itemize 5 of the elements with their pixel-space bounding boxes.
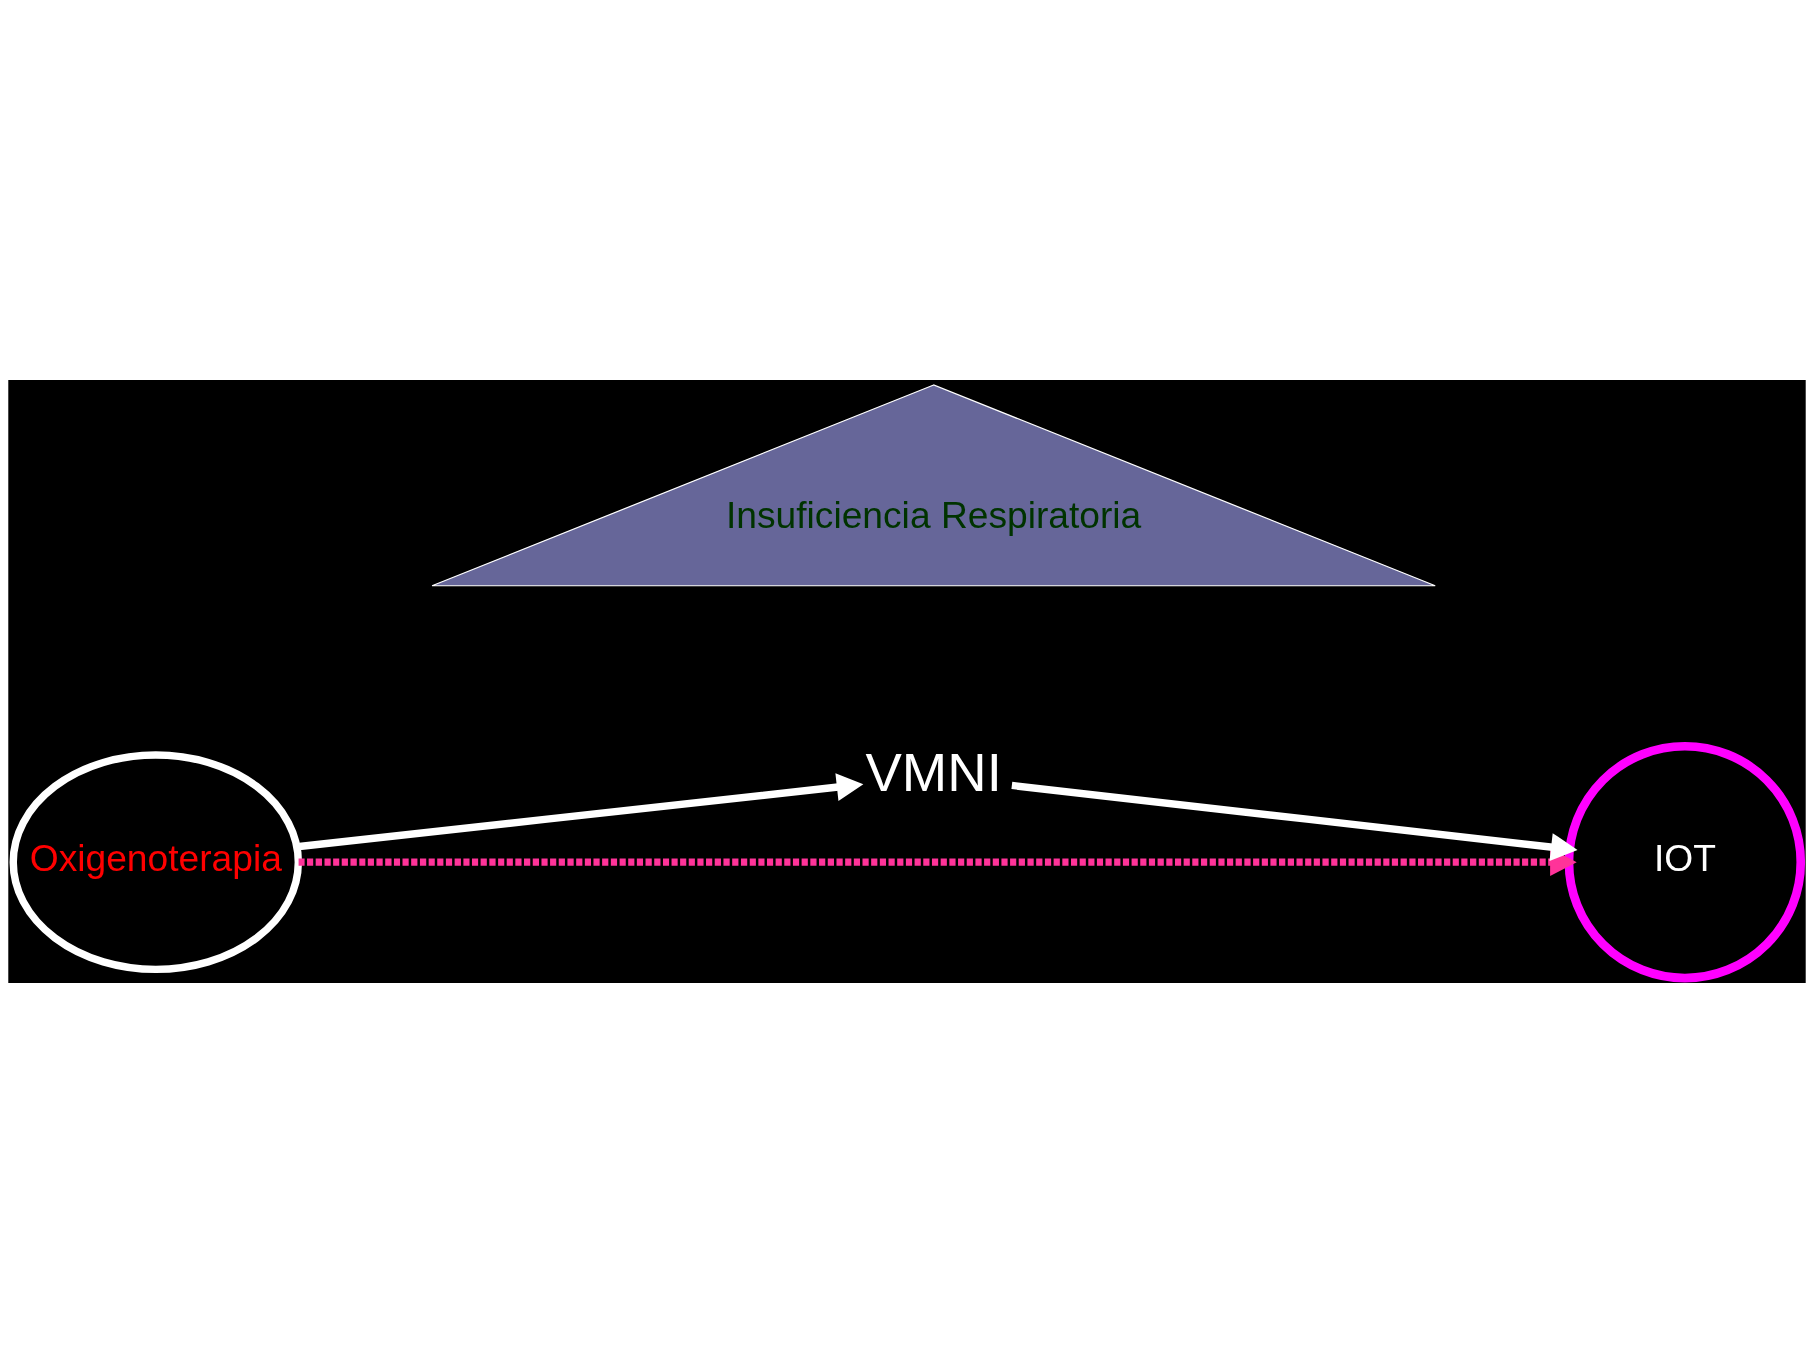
arrow (1011, 781, 1578, 861)
arrow (296, 773, 864, 851)
node-text: VMNI (865, 741, 1002, 803)
node-circle: IOT (1564, 741, 1806, 983)
node-ellipse: Oxigenoterapia (9, 751, 303, 974)
